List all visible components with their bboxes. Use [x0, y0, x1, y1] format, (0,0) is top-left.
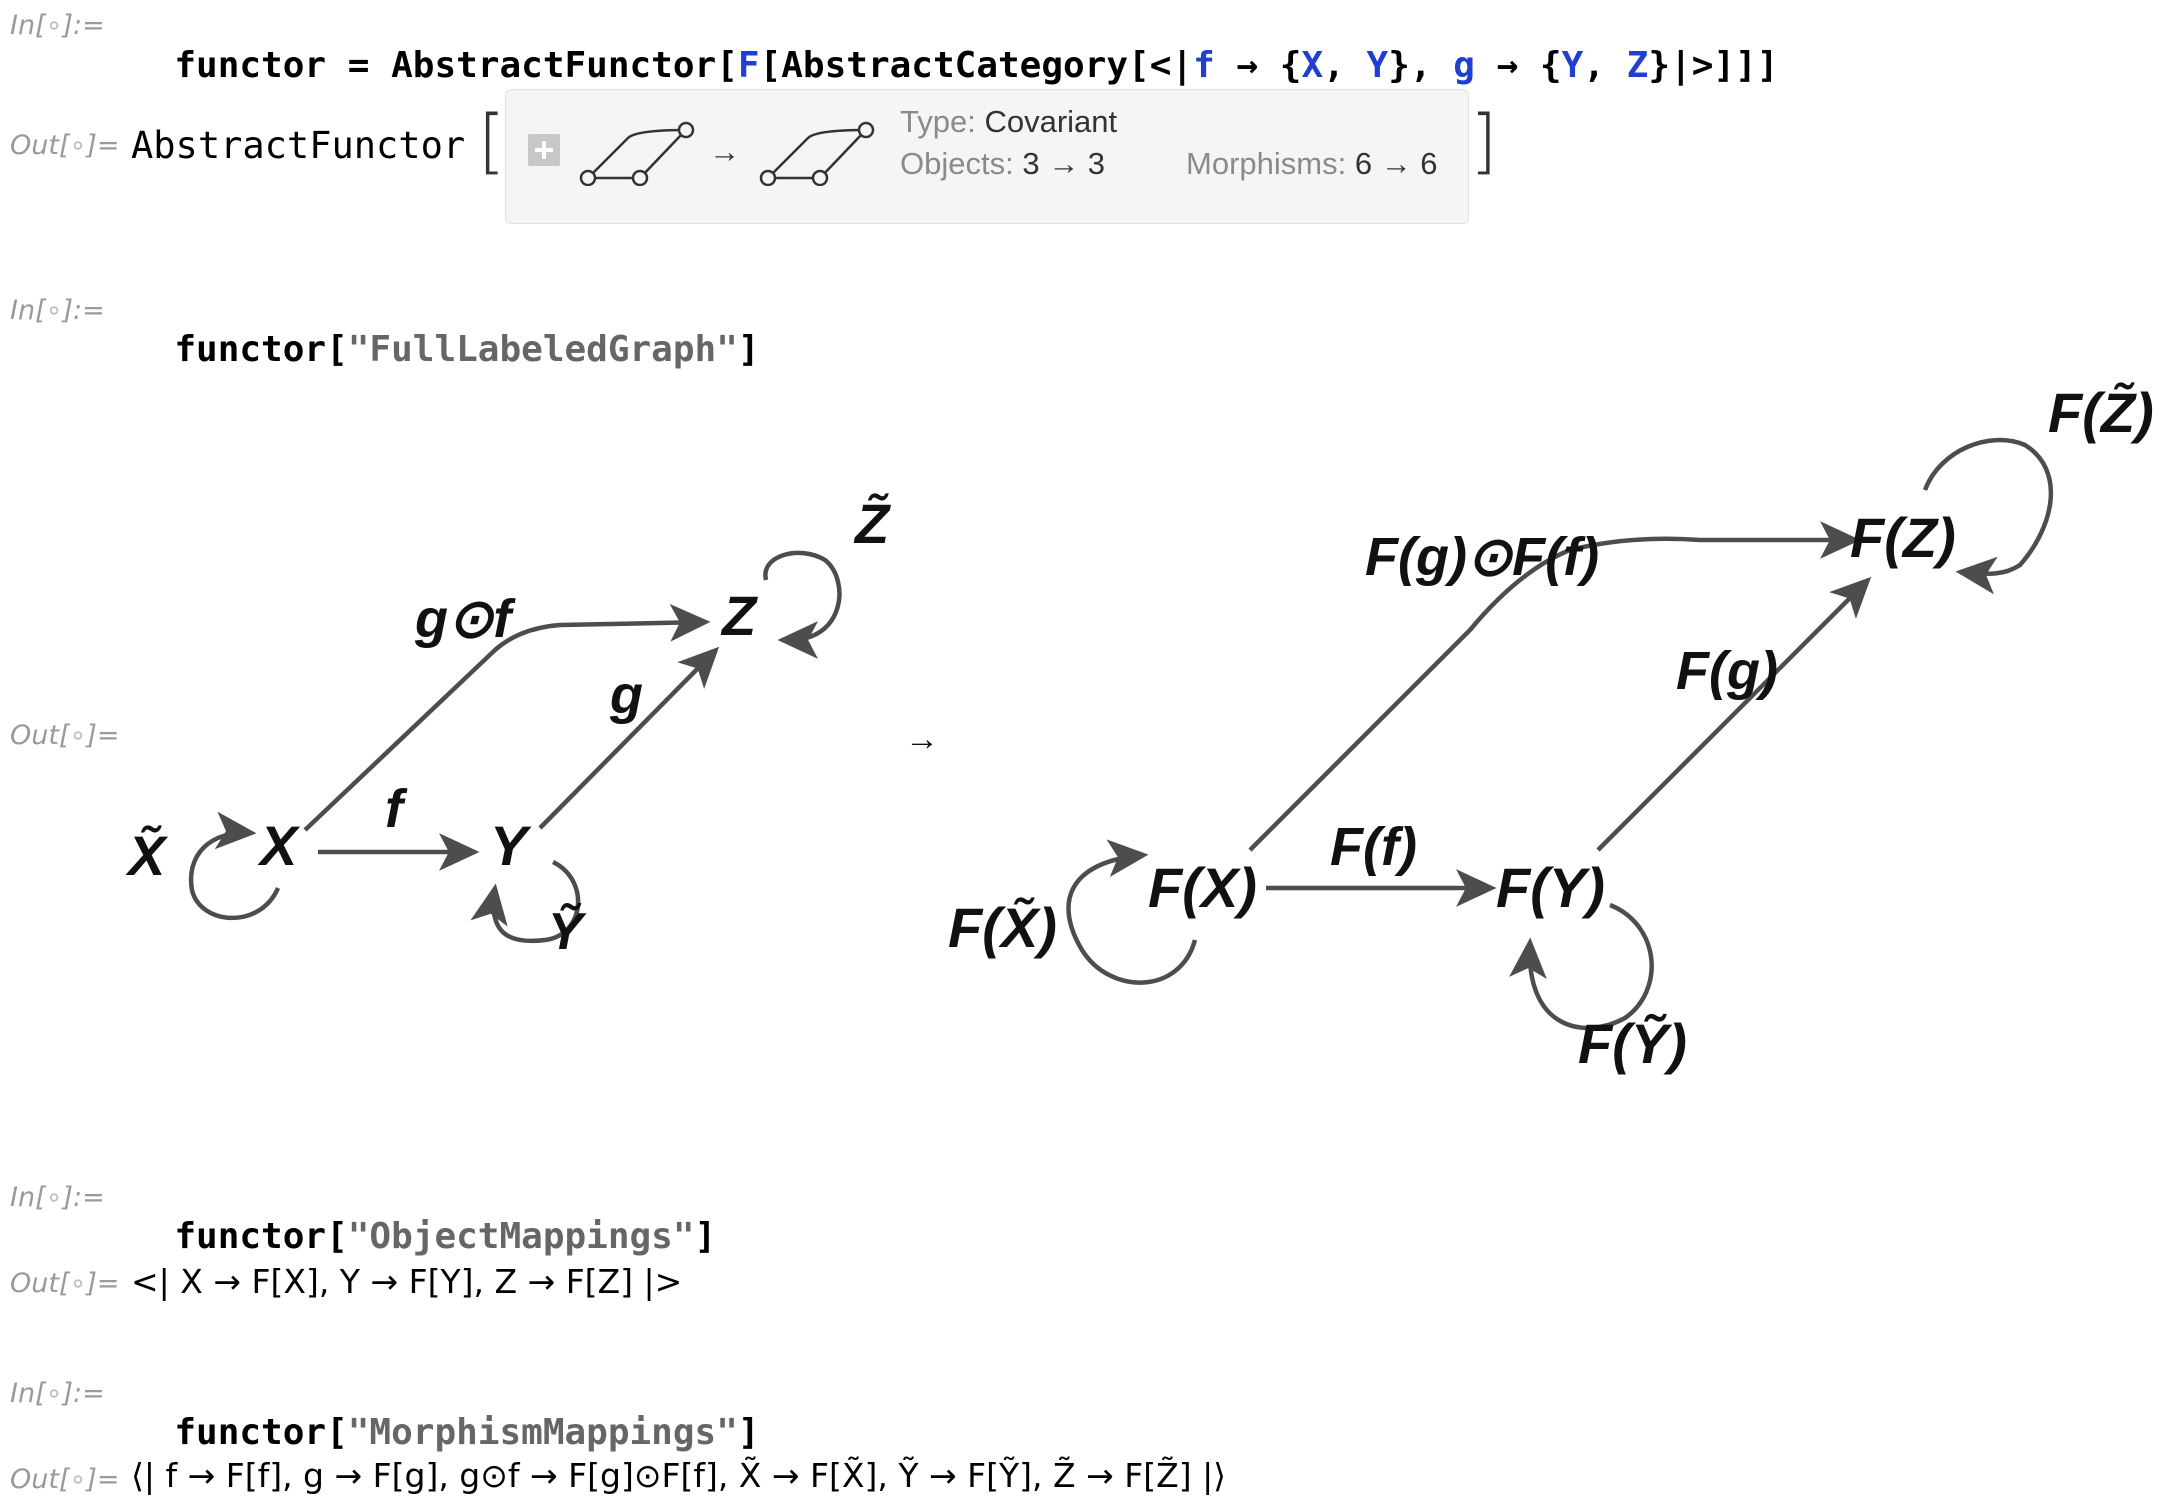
label-FX-identity: F(X̃): [948, 896, 1057, 959]
left-bracket: [: [478, 100, 506, 182]
morphisms-field: Morphisms: 6 → 6: [1186, 146, 1438, 181]
code-line-1[interactable]: functor = AbstractFunctor[F[AbstractCate…: [174, 45, 1779, 86]
abstract-functor-head: AbstractFunctor: [131, 124, 466, 167]
label-FgFf: F(g)⊙F(f): [1365, 527, 1600, 587]
output-label: Out[∘]=: [10, 1464, 120, 1495]
label-f: f: [385, 779, 403, 839]
node-Z: Z: [722, 584, 757, 647]
node-Y: Y: [490, 814, 528, 877]
node-X: X: [260, 814, 298, 877]
label-Y-identity: Ỹ: [548, 903, 583, 961]
input-label: In[∘]:=: [10, 1378, 105, 1409]
node-FY: F(Y): [1496, 856, 1605, 919]
morphism-mappings-output: ⟨| f → F[f], g → F[g], g⊙f → F[g]⊙F[f], …: [131, 1456, 1227, 1495]
right-bracket: ]: [1470, 100, 1498, 182]
functor-arrow: →: [905, 720, 939, 758]
expand-icon[interactable]: [528, 134, 560, 166]
code-line-3[interactable]: functor["ObjectMappings"]: [174, 1216, 717, 1257]
output-label: Out[∘]=: [10, 1268, 120, 1299]
label-Z-identity: Z̃: [855, 492, 890, 555]
edge-gof: [303, 603, 711, 832]
input-label: In[∘]:=: [10, 295, 105, 326]
code-line-4[interactable]: functor["MorphismMappings"]: [174, 1412, 760, 1453]
label-g: g: [610, 665, 643, 725]
loop-Y: [470, 859, 581, 944]
label-FY-identity: F(Ỹ): [1578, 1012, 1687, 1075]
loop-Z: [763, 550, 842, 659]
label-Fg: F(g): [1676, 641, 1778, 701]
label-Ff: F(f): [1330, 817, 1417, 877]
loop-X: [188, 811, 281, 921]
edge-Fg: [1596, 576, 1872, 852]
cell-dot: ∘: [45, 10, 63, 41]
objects-field: Objects: 3 → 3: [900, 146, 1106, 181]
input-label: In[∘]:=: [10, 1182, 105, 1213]
type-field: Type: Covariant: [900, 104, 1118, 139]
label-gof: g⊙f: [415, 589, 512, 649]
label-X-identity: X̃: [128, 824, 166, 887]
loop-FX: [1066, 839, 1198, 985]
code-line-2[interactable]: functor["FullLabeledGraph"]: [174, 329, 760, 370]
output-label: Out[∘]=: [10, 720, 120, 751]
category-thumbnail-icon: [579, 121, 695, 186]
node-FX: F(X): [1148, 856, 1257, 919]
loop-FY: [1509, 902, 1654, 1031]
input-label: In[∘]:=: [10, 10, 105, 41]
node-FZ: F(Z): [1850, 506, 1956, 569]
summary-box[interactable]: → Type: Covariant Objects: 3 → 3 Morphis…: [505, 89, 1469, 224]
edge-g: [538, 646, 720, 830]
label-FZ-identity: F(Z̃): [2048, 381, 2154, 444]
category-thumbnail-icon: [759, 121, 875, 186]
thumbnail-arrow: →: [709, 134, 740, 169]
loop-FZ: [1922, 437, 2054, 595]
edge-FgFf: [1248, 521, 1861, 852]
output-label: Out[∘]=: [10, 130, 120, 161]
object-mappings-output: <| X → F[X], Y → F[Y], Z → F[Z] |>: [131, 1262, 683, 1301]
